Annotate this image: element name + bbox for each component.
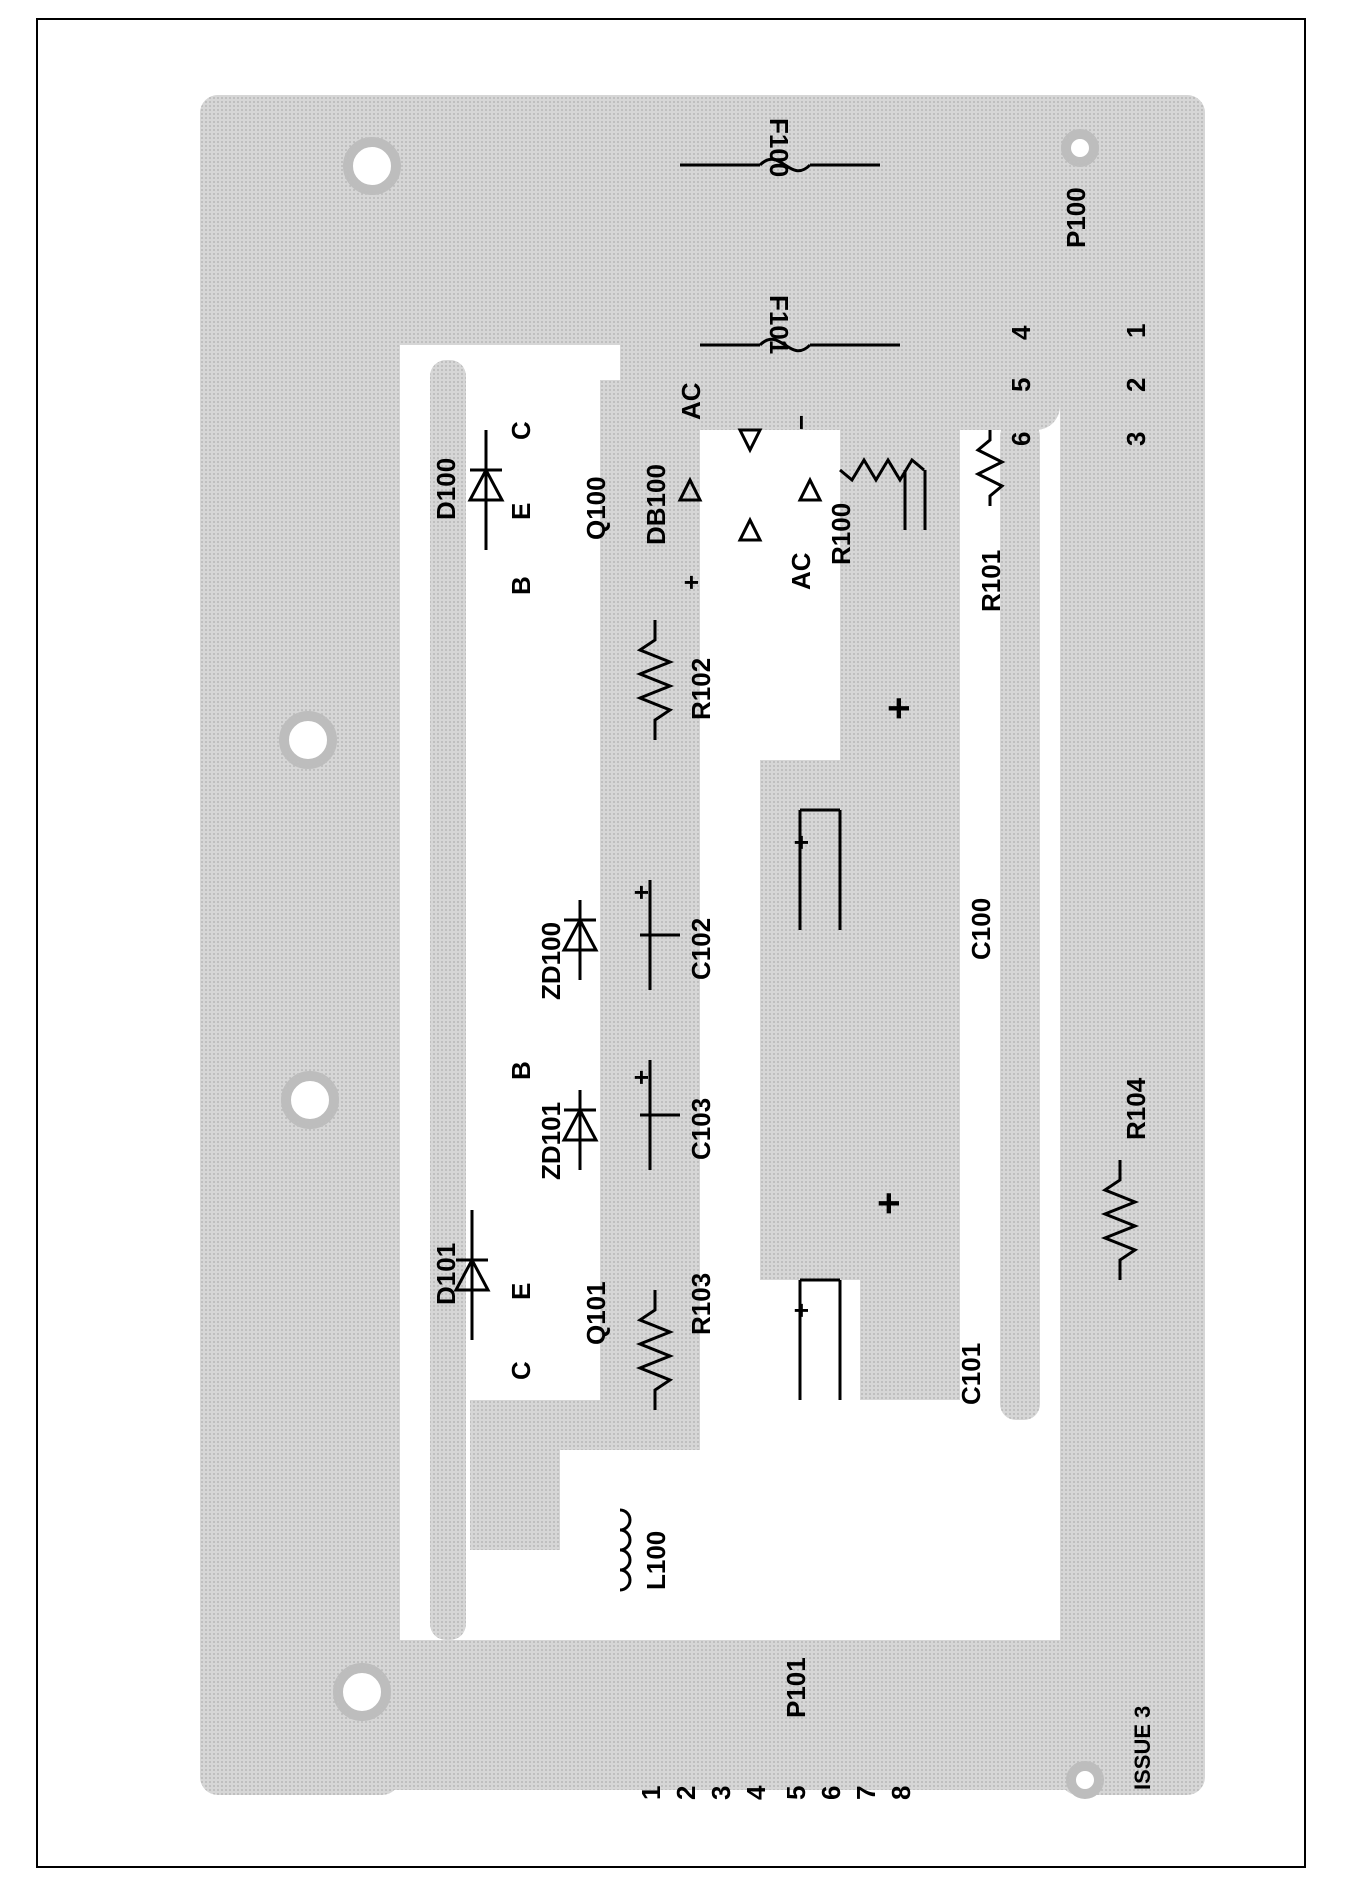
label-p100-pin-1: 1 xyxy=(1121,324,1151,338)
label-p101-pin-3: 3 xyxy=(706,1786,736,1800)
label-c100-polarity: + xyxy=(877,697,921,720)
label-d100-pin-b: B xyxy=(506,576,536,595)
label-f100: F100 xyxy=(764,118,794,177)
diode-d101-symbol xyxy=(453,1210,491,1340)
label-p101-pin-1: 1 xyxy=(636,1786,666,1800)
label-p101-pin-2: 2 xyxy=(671,1786,701,1800)
label-p101-pin-7: 7 xyxy=(851,1786,881,1800)
label-l100: L100 xyxy=(641,1531,671,1590)
label-d101-pin-e: E xyxy=(506,1283,536,1300)
resistor-r103-symbol xyxy=(635,1290,675,1410)
copper-bottom-strip xyxy=(200,1640,1205,1790)
label-p101-pin-8: 8 xyxy=(886,1786,916,1800)
label-d100-pin-e: E xyxy=(506,503,536,520)
copper-left-strip xyxy=(200,95,400,1795)
label-d100: D100 xyxy=(431,458,461,520)
zener-zd100-symbol xyxy=(561,900,599,980)
capacitor-small-symbol xyxy=(903,470,927,530)
mounting-hole xyxy=(1066,1761,1104,1799)
zener-zd101-symbol xyxy=(561,1090,599,1170)
label-p100-pin-4: 4 xyxy=(1006,325,1036,340)
fuse-f100-symbol xyxy=(680,157,880,173)
label-d101: D101 xyxy=(431,1243,461,1305)
capacitor-c100-symbol xyxy=(798,808,842,930)
label-c101: C101 xyxy=(956,1343,986,1405)
label-p100-pin-3: 3 xyxy=(1121,432,1151,446)
label-db100: DB100 xyxy=(641,464,671,545)
bridge-db100-symbol xyxy=(677,428,823,542)
label-d101-pin-c: C xyxy=(506,1361,536,1380)
copper-trace-right xyxy=(1000,420,1040,1420)
component-symbols xyxy=(453,157,1140,1592)
diode-d100-symbol xyxy=(467,430,505,550)
label-q100: Q100 xyxy=(581,476,611,540)
label-r101: R101 xyxy=(976,550,1006,612)
mounting-hole xyxy=(343,137,401,195)
mounting-hole xyxy=(281,1071,339,1129)
label-c103: C103 xyxy=(686,1098,716,1160)
capacitor-c103-symbol xyxy=(640,1060,680,1170)
label-zd100: ZD100 xyxy=(536,922,566,1000)
label-p101: P101 xyxy=(781,1657,811,1718)
label-r103: R103 xyxy=(686,1273,716,1335)
resistor-r100-symbol xyxy=(839,457,925,483)
label-c101-plus: + xyxy=(786,1303,816,1318)
label-p100-pin-2: 2 xyxy=(1121,378,1151,392)
label-r104: R104 xyxy=(1121,1077,1151,1140)
copper-layer xyxy=(200,95,1205,1795)
label-p100-pin-6: 6 xyxy=(1006,432,1036,446)
component-labels: F100 F101 P100 1 2 3 4 5 6 D100 B E C Q1… xyxy=(431,118,1155,1800)
label-d101-pin-b: B xyxy=(506,1061,536,1080)
resistor-r102-symbol xyxy=(635,620,675,740)
label-c101-polarity: + xyxy=(867,1192,911,1215)
capacitor-c102-symbol xyxy=(640,880,680,990)
copper-right-strip xyxy=(1060,95,1205,1795)
label-r100: R100 xyxy=(826,503,856,565)
mounting-hole xyxy=(279,711,337,769)
label-q101: Q101 xyxy=(581,1281,611,1345)
resistor-r101-symbol xyxy=(974,430,1006,506)
label-c102: C102 xyxy=(686,918,716,980)
mounting-hole xyxy=(1061,129,1099,167)
label-d100-pin-c: C xyxy=(506,421,536,440)
page-frame xyxy=(36,18,1306,1868)
label-db-ac-bottom: AC xyxy=(786,552,816,590)
label-p101-pin-4: 4 xyxy=(741,1785,771,1800)
mounting-holes xyxy=(279,129,1104,1799)
label-db-ac-top: AC xyxy=(676,382,706,420)
label-c103-plus: + xyxy=(626,1070,656,1085)
copper-trace-main xyxy=(470,380,700,1550)
label-issue: ISSUE 3 xyxy=(1130,1706,1155,1790)
label-c100: C100 xyxy=(966,898,996,960)
label-p100-pin-5: 5 xyxy=(1006,378,1036,392)
resistor-r104-symbol xyxy=(1100,1160,1140,1280)
label-c102-plus: + xyxy=(626,885,656,900)
label-p101-pin-5: 5 xyxy=(781,1786,811,1800)
label-p100: P100 xyxy=(1061,187,1091,248)
label-c100-plus: + xyxy=(786,835,816,850)
label-zd101: ZD101 xyxy=(536,1102,566,1180)
inductor-l100-symbol xyxy=(619,1508,632,1592)
label-db-plus: + xyxy=(676,575,706,590)
mounting-hole xyxy=(333,1663,391,1721)
label-r102: R102 xyxy=(686,658,716,720)
fuse-f101-symbol xyxy=(700,337,900,353)
capacitor-c101-symbol xyxy=(798,1278,842,1400)
copper-trace-mid xyxy=(760,420,960,1400)
copper-trace-left xyxy=(430,360,466,1640)
label-db-minus: − xyxy=(786,415,816,430)
copper-pad-region-top xyxy=(620,110,1060,430)
label-f101: F101 xyxy=(764,295,794,354)
label-p101-pin-6: 6 xyxy=(816,1786,846,1800)
